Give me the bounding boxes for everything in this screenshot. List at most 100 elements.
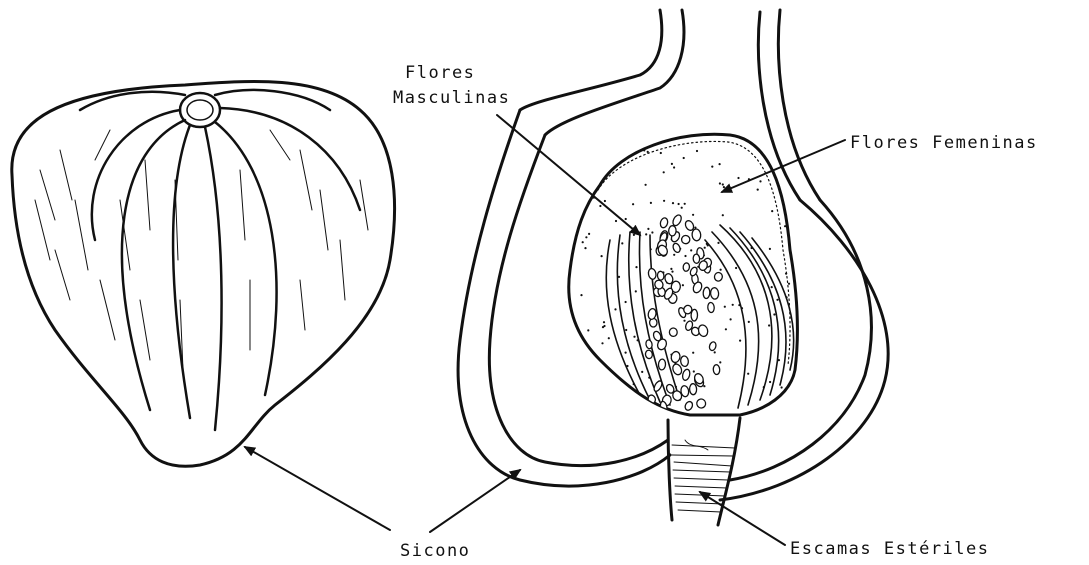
male-flower: [708, 341, 717, 351]
female-flower-dot: [615, 220, 617, 222]
female-flower-dot: [723, 186, 725, 188]
female-flower-dot: [647, 228, 649, 230]
fig-wall-left-outer: [458, 110, 670, 486]
female-flower-dot: [611, 153, 613, 155]
female-flower-dot: [608, 337, 610, 339]
male-flower: [681, 235, 690, 244]
female-flower-dot: [588, 233, 590, 235]
female-flower-dot: [613, 156, 615, 158]
female-flower-dot: [757, 189, 759, 191]
female-flower-dot: [719, 182, 721, 184]
female-flower-dot: [747, 373, 749, 375]
female-flower-dot: [601, 255, 603, 257]
female-flower-dot: [696, 150, 698, 152]
male-flower: [669, 328, 677, 337]
female-flower-dot: [769, 381, 771, 383]
male-flower: [645, 339, 653, 349]
male-flower: [670, 351, 681, 364]
female-flower-dot: [625, 301, 627, 303]
female-flower-dot: [739, 340, 741, 342]
female-flower-dot: [593, 185, 595, 187]
female-flower-dot: [692, 214, 694, 216]
male-flower: [657, 271, 664, 280]
female-flower-dot: [645, 184, 647, 186]
female-flower-dot: [684, 255, 686, 257]
fig-ribs: [80, 90, 360, 430]
female-flower-dot: [724, 306, 726, 308]
female-flower-dot: [722, 183, 724, 185]
female-flower-dot: [704, 247, 706, 249]
female-flower-dot: [781, 386, 783, 388]
label-sicono: Sicono: [400, 541, 470, 561]
sterile-scales: [672, 440, 735, 512]
female-flower-dot: [594, 392, 596, 394]
female-flower-dot: [737, 177, 739, 179]
female-flower-dot: [601, 342, 603, 344]
female-flower-dot: [771, 286, 773, 288]
female-flower-dot: [635, 266, 637, 268]
male-flower: [693, 254, 700, 264]
male-flower: [645, 350, 653, 359]
female-flower-dot: [773, 313, 775, 315]
female-flower-dot: [599, 205, 601, 207]
male-flower: [659, 217, 668, 229]
male-flower: [671, 214, 683, 227]
male-flower: [672, 242, 682, 253]
female-flower-dot: [711, 166, 713, 168]
female-flower-dot: [748, 321, 750, 323]
male-flower: [653, 380, 664, 393]
female-flower-dot: [643, 149, 645, 151]
female-flower-dot: [625, 218, 627, 220]
female-flower-dot: [611, 390, 613, 392]
female-flower-dot: [671, 271, 673, 273]
female-flower-dot: [720, 269, 722, 271]
male-flower: [680, 356, 689, 367]
female-flower-dot: [693, 370, 695, 372]
female-flower-dot: [645, 233, 647, 235]
female-flower-dot: [621, 242, 623, 244]
male-flower: [669, 226, 677, 236]
female-flower-dot: [592, 149, 594, 151]
female-flower-dot: [681, 207, 683, 209]
female-flower-dot: [725, 328, 727, 330]
female-flower-dot: [673, 166, 675, 168]
female-flower-dot: [618, 276, 620, 278]
female-flower-dot: [650, 202, 652, 204]
female-flower-dot: [635, 290, 637, 292]
female-flower-dot: [717, 242, 719, 244]
male-flower: [684, 400, 694, 411]
female-flower-dot: [633, 336, 635, 338]
male-flower: [696, 398, 706, 409]
male-flower: [707, 302, 714, 313]
female-flower-dot: [735, 267, 737, 269]
female-flower-dot: [585, 236, 587, 238]
female-flower-dot: [771, 210, 773, 212]
female-flower-dot: [684, 203, 686, 205]
male-flower: [681, 369, 690, 382]
female-flower-dot: [719, 361, 721, 363]
female-flower-dot: [722, 214, 724, 216]
peduncle-left: [668, 420, 672, 520]
female-flower-dot: [641, 371, 643, 373]
sectioned-fig: [458, 10, 888, 525]
male-flower: [643, 405, 650, 414]
female-flower-dot: [591, 364, 593, 366]
female-flower-dot: [587, 329, 589, 331]
female-flower-dot: [768, 324, 770, 326]
label-escamas-esteriles: Escamas Estériles: [790, 539, 990, 559]
female-flower-dot: [673, 254, 675, 256]
female-flower-dot: [633, 234, 635, 236]
female-flower-dot: [663, 171, 665, 173]
female-flower-dot: [784, 225, 786, 227]
label-flores-femeninas: Flores Femeninas: [850, 133, 1038, 153]
female-flower-dot: [732, 304, 734, 306]
female-flower-dot: [690, 249, 692, 251]
female-flower-dot: [603, 321, 605, 323]
arrow-flores-femeninas: [722, 140, 845, 192]
female-flower-dot: [730, 318, 732, 320]
female-flower-dot: [610, 144, 612, 146]
female-flower-dot: [683, 320, 685, 322]
female-flower-dot: [632, 203, 634, 205]
male-flower: [713, 364, 720, 374]
